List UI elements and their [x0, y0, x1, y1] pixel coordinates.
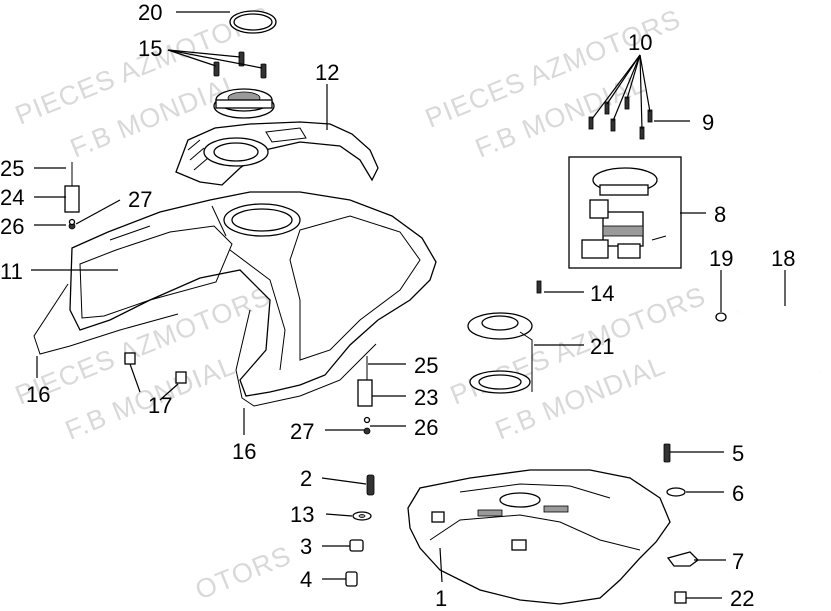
callout-number: 18	[771, 246, 795, 271]
callout-number: 19	[709, 246, 733, 271]
callout-number: 9	[702, 110, 714, 135]
screws-10-part	[588, 96, 653, 140]
callout-number: 4	[300, 567, 312, 592]
callout-number: 10	[628, 30, 652, 55]
bracket-left-part	[64, 162, 80, 230]
o-ring-part	[229, 10, 277, 34]
callout-number: 15	[138, 36, 162, 61]
fuel-pump-part	[568, 156, 682, 269]
callout-number: 8	[714, 202, 726, 227]
callout-number: 26	[0, 214, 24, 239]
callout-number: 27	[128, 187, 152, 212]
callout-number: 25	[414, 353, 438, 378]
callout-number: 12	[315, 60, 339, 85]
callout-number: 11	[0, 259, 23, 284]
tank-cover-part	[175, 121, 379, 186]
callout-number: 24	[0, 185, 24, 210]
callout-number: 23	[414, 385, 438, 410]
callout-number: 20	[138, 0, 162, 25]
callout-number: 6	[732, 481, 744, 506]
callout-number: 2	[300, 466, 312, 491]
callout-number: 27	[290, 419, 314, 444]
small-parts-left	[345, 474, 375, 587]
callout-number: 25	[0, 156, 24, 181]
clips-17-part	[124, 352, 187, 384]
callout-labels: 20 15 12 10 9 25 24 27 26 8 11 19 18 14 …	[0, 0, 795, 611]
callout-number: 16	[232, 439, 256, 464]
trim-16-part	[33, 283, 377, 407]
callout-number: 1	[435, 586, 447, 611]
lower-tank-part	[407, 469, 671, 605]
callout-number: 22	[730, 586, 754, 611]
fuel-level-parts	[467, 280, 829, 394]
small-parts-right	[663, 443, 699, 604]
callout-number: 26	[414, 415, 438, 440]
callout-number: 7	[732, 549, 744, 574]
callout-number: 3	[300, 534, 312, 559]
callout-number: 17	[148, 393, 172, 418]
watermark-text: OTORS	[191, 540, 295, 605]
fuel-cap-part	[213, 88, 275, 119]
callout-number: 5	[732, 441, 744, 466]
callout-number: 14	[590, 281, 614, 306]
callout-number: 16	[26, 382, 50, 407]
leader-lines	[31, 11, 786, 599]
callout-number: 13	[290, 502, 314, 527]
bracket-right-part	[357, 356, 373, 435]
tank-shell-part	[69, 191, 437, 397]
callout-number: 21	[590, 334, 614, 359]
